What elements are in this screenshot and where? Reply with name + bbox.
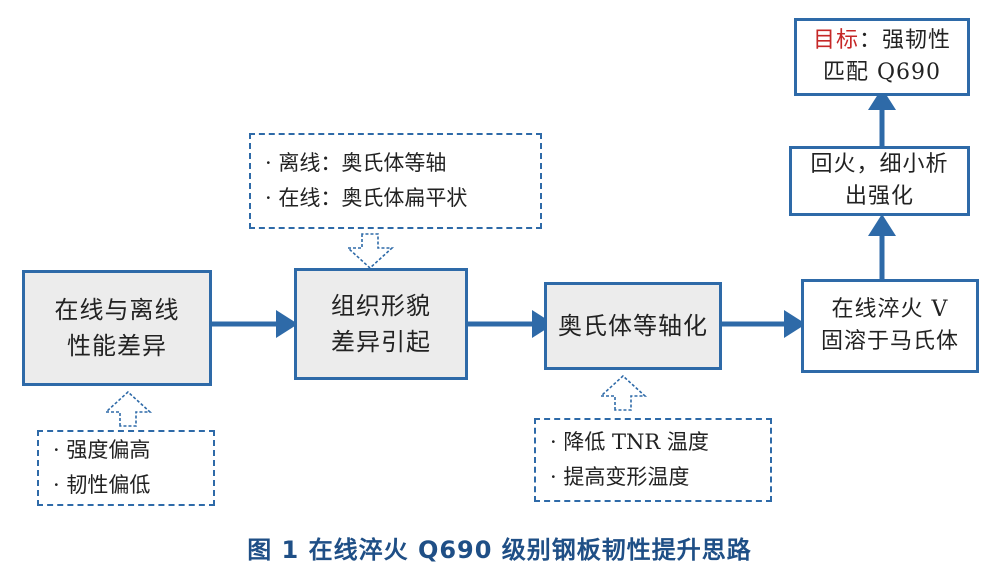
node-text: 性能差异 xyxy=(67,332,167,360)
node-equiaxed-austenite: 奥氏体等轴化 xyxy=(544,282,722,370)
node-microstructure-difference: 组织形貌 差异引起 xyxy=(294,268,468,380)
note-item: · 降低 TNR 温度 xyxy=(550,430,709,455)
arrowhead-3 xyxy=(784,310,806,338)
arrowhead-1 xyxy=(276,310,298,338)
target-text: ：强韧性 xyxy=(859,28,952,54)
note-item: · 在线：奥氏体扁平状 xyxy=(265,186,468,210)
node-text: 组织形貌 xyxy=(331,292,431,320)
node-target: 目标：强韧性 匹配 Q690 xyxy=(794,18,970,96)
node-text: 差异引起 xyxy=(331,328,431,356)
figure-caption: 图 1 在线淬火 Q690 级别钢板韧性提升思路 xyxy=(247,536,752,564)
hollow-arrow-down-middle xyxy=(345,233,395,270)
note-item: · 离线：奥氏体等轴 xyxy=(265,151,447,176)
node-temper: 回火，细小析 出强化 xyxy=(789,146,970,216)
note-item: · 提高变形温度 xyxy=(550,465,690,489)
node-online-quench: 在线淬火 V 固溶于马氏体 xyxy=(801,279,979,373)
hollow-arrow-up-left xyxy=(103,390,153,427)
arrowhead-2 xyxy=(532,310,554,338)
note-item: · 强度偏高 xyxy=(53,438,151,463)
node-text: 在线与离线 xyxy=(54,296,180,324)
node-text: 出强化 xyxy=(844,184,914,209)
hollow-arrow-up-right xyxy=(598,374,648,411)
target-line-1: 目标：强韧性 xyxy=(813,25,951,57)
arrowhead-4 xyxy=(868,214,896,236)
node-text: 奥氏体等轴化 xyxy=(558,312,708,340)
note-item: · 韧性偏低 xyxy=(53,473,151,497)
target-label: 目标 xyxy=(812,28,859,54)
note-strength-toughness: · 强度偏高 · 韧性偏低 xyxy=(37,430,215,506)
node-online-offline-difference: 在线与离线 性能差异 xyxy=(22,270,212,386)
node-text: 在线淬火 V xyxy=(831,297,949,323)
arrowhead-5 xyxy=(868,88,896,110)
node-text: 固溶于马氏体 xyxy=(820,329,959,354)
node-text: 回火，细小析 xyxy=(810,152,949,178)
target-line-2: 匹配 Q690 xyxy=(822,60,942,85)
note-austenite-shape: · 离线：奥氏体等轴 · 在线：奥氏体扁平状 xyxy=(249,133,542,229)
note-process-measures: · 降低 TNR 温度 · 提高变形温度 xyxy=(534,418,772,502)
